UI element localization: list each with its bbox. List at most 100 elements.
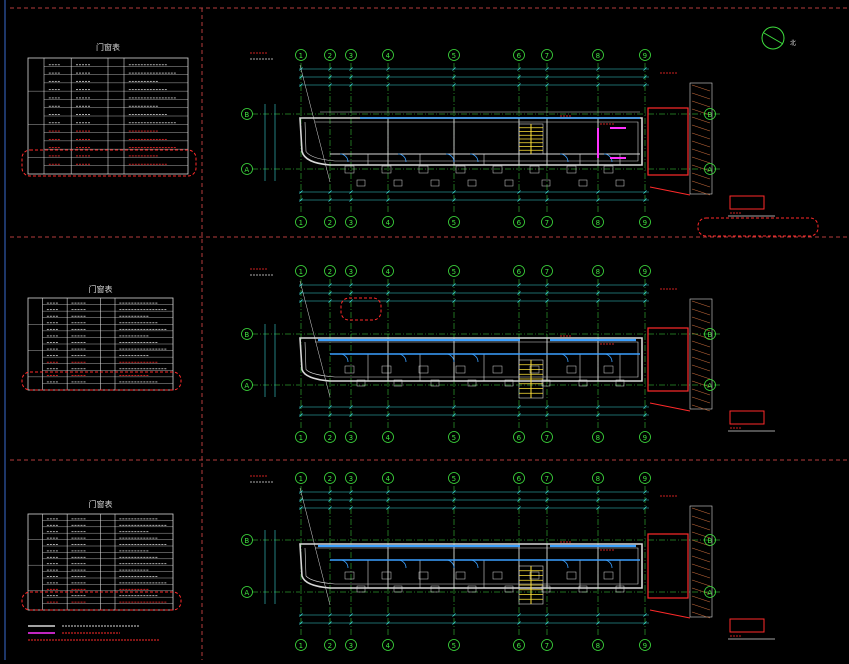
annex-outline <box>647 107 689 176</box>
dimension-tick <box>349 413 353 417</box>
dimension-tick <box>596 413 600 417</box>
axis-bubble-label: 2 <box>328 268 332 276</box>
axis-bubble <box>324 265 336 277</box>
hatch-line <box>691 348 711 356</box>
row-bubble-label: B <box>707 537 712 545</box>
dimension-tick <box>386 198 390 202</box>
dimension-tick <box>545 613 549 617</box>
exterior-wall <box>299 337 643 382</box>
door-swing <box>397 353 407 363</box>
dimension-tick <box>596 67 600 71</box>
axis-bubble <box>592 431 604 443</box>
dimension-tick <box>452 198 456 202</box>
dimension-tick <box>386 621 390 625</box>
dimension-tick <box>299 291 303 295</box>
dimension-tick <box>452 413 456 417</box>
desk <box>566 365 577 374</box>
desk <box>492 365 503 374</box>
dimension-tick <box>349 83 353 87</box>
row-bubble-label: A <box>707 166 712 174</box>
axis-bubble <box>295 49 307 61</box>
exterior-wall <box>299 543 643 589</box>
axis-bubble <box>382 639 394 651</box>
dimension-tick <box>328 299 332 303</box>
axis-bubble <box>592 472 604 484</box>
row-bubble-label: A <box>244 166 249 174</box>
hatch-line <box>691 180 711 188</box>
dimension-tick <box>517 283 521 287</box>
dimension-tick <box>349 498 353 502</box>
diagonal-guide <box>299 487 331 606</box>
dimension-tick <box>596 283 600 287</box>
hatch-line <box>691 611 711 619</box>
axis-bubble <box>295 431 307 443</box>
chair <box>504 379 514 387</box>
axis-bubble <box>592 639 604 651</box>
door-swing <box>339 153 349 163</box>
dimension-tick <box>349 190 353 194</box>
dimension-tick <box>596 498 600 502</box>
dimension-tick <box>643 413 647 417</box>
retaining-wall <box>689 505 713 618</box>
axis-bubble-label: 7 <box>545 219 549 227</box>
row-bubble-label: A <box>707 382 712 390</box>
dimension-tick <box>386 506 390 510</box>
dimension-tick <box>386 291 390 295</box>
desk <box>492 165 503 174</box>
dimension-tick <box>545 405 549 409</box>
hatch-line <box>691 92 711 100</box>
axis-bubble <box>639 49 651 61</box>
hatch-line <box>691 396 711 404</box>
axis-bubble-label: 4 <box>386 268 391 276</box>
dimension-tick <box>328 67 332 71</box>
row-bubble <box>704 108 716 120</box>
dimension-tick <box>596 506 600 510</box>
dimension-tick <box>545 283 549 287</box>
axis-bubble <box>295 265 307 277</box>
axis-bubble-label: 2 <box>328 475 332 483</box>
axis-bubble <box>448 472 460 484</box>
dimension-tick <box>452 83 456 87</box>
axis-bubble-label: 4 <box>386 52 391 60</box>
door-swing <box>603 559 613 569</box>
leader-line <box>649 402 691 412</box>
dimension-tick <box>328 405 332 409</box>
dimension-tick <box>299 613 303 617</box>
row-bubble-label: A <box>244 382 249 390</box>
dimension-tick <box>517 405 521 409</box>
axis-bubble-label: 5 <box>452 475 456 483</box>
desk <box>603 365 614 374</box>
axis-bubble <box>513 49 525 61</box>
axis-bubble <box>513 472 525 484</box>
axis-bubble-label: 9 <box>643 475 647 483</box>
hatch-line <box>691 579 711 587</box>
chair <box>578 585 588 593</box>
dimension-tick <box>328 498 332 502</box>
axis-bubble-label: 8 <box>596 219 600 227</box>
door-swing <box>445 153 455 163</box>
hatch-line <box>691 563 711 571</box>
row-bubble-label: B <box>244 331 249 339</box>
door-swing <box>559 353 569 363</box>
axis-bubble-label: 3 <box>349 434 353 442</box>
chair <box>356 379 366 387</box>
dimension-tick <box>545 506 549 510</box>
dimension-tick <box>299 405 303 409</box>
dimension-tick <box>545 621 549 625</box>
axis-bubble <box>448 431 460 443</box>
axis-bubble-label: 3 <box>349 475 353 483</box>
dimension-tick <box>643 506 647 510</box>
hatch-line <box>691 515 711 523</box>
dimension-tick <box>643 190 647 194</box>
interior-wall-line <box>304 341 639 378</box>
dimension-tick <box>452 75 456 79</box>
chair <box>356 585 366 593</box>
chair <box>504 179 514 187</box>
hatch-line <box>691 100 711 108</box>
axis-bubble <box>541 49 553 61</box>
desk <box>603 571 614 580</box>
